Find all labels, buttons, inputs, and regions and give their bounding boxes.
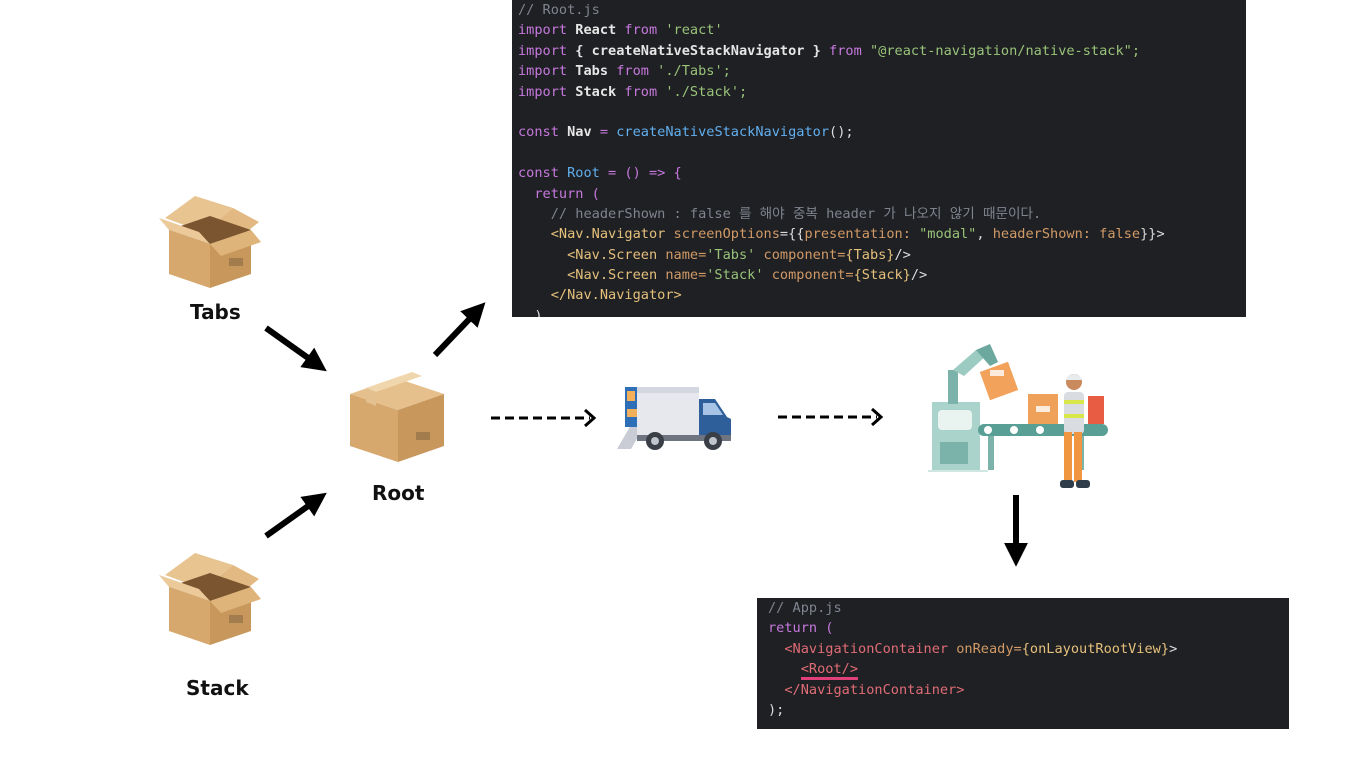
code-function: createNativeStackNavigator <box>616 124 830 141</box>
code-punctuation: (); <box>829 124 854 141</box>
code-keyword: const <box>518 165 559 182</box>
code-punctuation: > <box>1169 640 1178 657</box>
code-operator: = () => { <box>608 165 682 182</box>
code-string: 'Stack' <box>706 267 764 284</box>
code-attr: onReady= <box>956 640 1022 657</box>
delivery-truck-icon <box>617 387 731 450</box>
code-keyword: return ( <box>768 620 834 637</box>
app-js-filename-comment: // App.js <box>768 600 842 616</box>
code-value: {onLayoutRootView} <box>1021 640 1170 657</box>
root-box-icon <box>350 372 444 462</box>
code-attr: component= <box>763 246 846 263</box>
code-tag: <Nav.Screen <box>567 267 658 284</box>
tabs-label: Tabs <box>190 300 241 324</box>
code-identifier: Root <box>567 165 600 182</box>
code-operator: = <box>599 124 609 141</box>
root-js-filename-comment: // Root.js <box>518 2 600 18</box>
code-tag: <NavigationContainer <box>784 640 949 657</box>
code-keyword: false <box>1099 226 1141 243</box>
stack-box-icon <box>159 553 261 645</box>
root-component-highlight: <Root/> <box>800 661 859 681</box>
code-string: 'Tabs' <box>706 246 756 263</box>
tabs-box-icon <box>159 196 261 288</box>
code-keyword: import <box>518 22 568 39</box>
code-identifier: Stack <box>575 83 617 100</box>
code-keyword: from <box>616 63 649 80</box>
code-keyword: return ( <box>534 185 600 202</box>
code-comment: // headerShown : false 를 해야 중복 header 가 … <box>550 205 1042 222</box>
code-keyword: const <box>518 124 559 141</box>
code-identifier: React <box>575 22 617 39</box>
code-attr: component= <box>771 267 854 284</box>
code-keyword: import <box>518 63 568 80</box>
code-string: "@react-navigation/native-stack"; <box>869 42 1141 59</box>
code-tag: </NavigationContainer> <box>784 681 965 698</box>
code-attr: screenOptions <box>673 226 780 243</box>
code-value: {Stack} <box>853 267 911 284</box>
code-identifier: Nav <box>567 124 592 141</box>
code-string: './Tabs'; <box>657 63 731 80</box>
code-keyword: from <box>624 83 658 100</box>
code-identifier: Tabs <box>575 63 609 80</box>
code-keyword: import <box>518 83 568 100</box>
code-tag: </Nav.Navigator> <box>550 287 682 304</box>
code-identifier: { createNativeStackNavigator } <box>575 42 821 59</box>
code-attr: name= <box>665 246 707 263</box>
code-keyword: from <box>624 22 658 39</box>
code-attr: headerShown: <box>992 226 1091 243</box>
code-punctuation: }}> <box>1140 226 1165 243</box>
code-string: 'react' <box>665 22 723 39</box>
code-attr: name= <box>665 267 707 284</box>
code-string: "modal" <box>919 226 977 243</box>
factory-worker-conveyor-icon <box>928 344 1108 488</box>
app-js-code-panel: // App.js return ( <NavigationContainer … <box>757 598 1289 729</box>
code-punctuation: , <box>976 226 985 243</box>
stack-label: Stack <box>186 676 249 700</box>
root-js-code-panel: // Root.js import React from 'react' imp… <box>512 0 1246 317</box>
code-value: {Tabs} <box>845 246 895 263</box>
root-label: Root <box>372 481 425 505</box>
code-punctuation: ={{ <box>779 226 805 243</box>
code-punctuation: ) <box>534 307 543 317</box>
code-punctuation: /> <box>910 267 928 284</box>
code-attr: presentation: <box>804 226 911 243</box>
code-tag: <Nav.Screen <box>567 246 658 263</box>
code-tag: <Nav.Navigator <box>550 226 666 243</box>
code-punctuation: /> <box>894 246 911 263</box>
code-keyword: from <box>829 42 862 59</box>
code-punctuation: ); <box>768 701 785 718</box>
code-string: './Stack'; <box>665 83 748 100</box>
code-keyword: import <box>518 42 568 59</box>
